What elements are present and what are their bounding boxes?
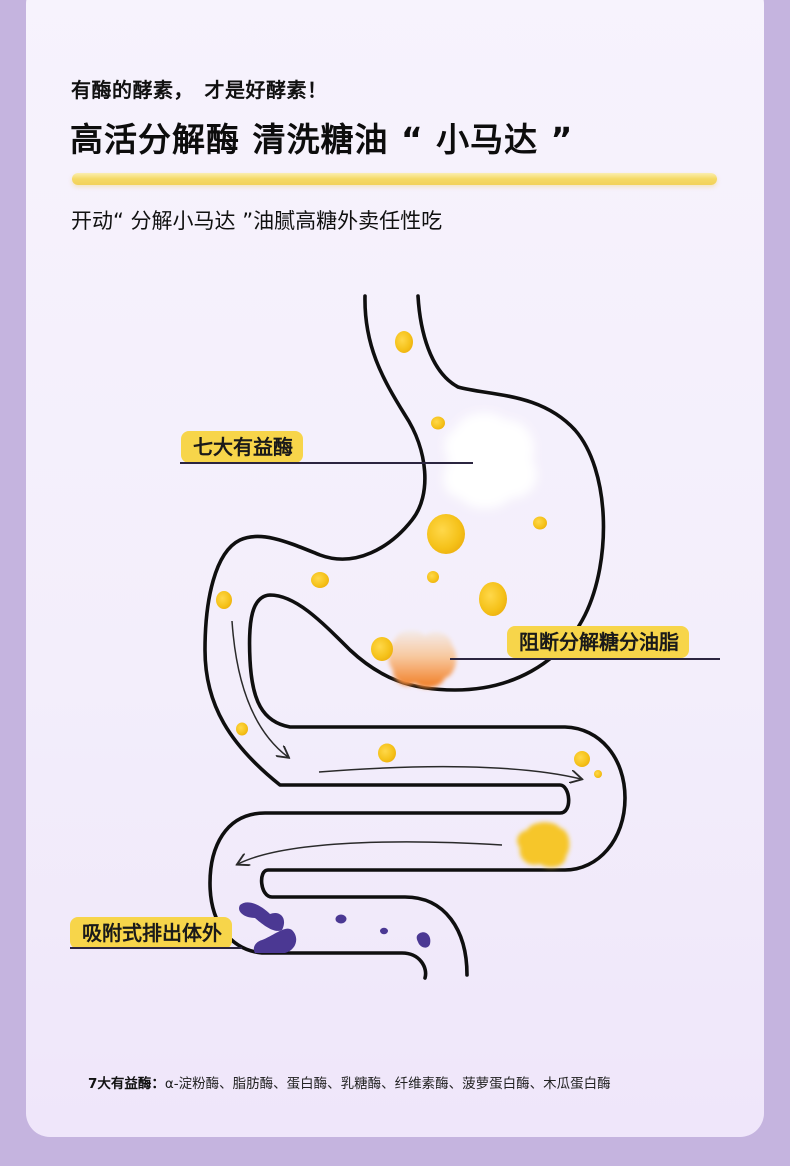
tract-outline xyxy=(203,294,627,980)
subtitle: 开动“ 分解小马达 ”油腻高糖外卖任性吃 xyxy=(71,209,443,233)
page-title: 高活分解酶 清洗糖油 “ 小马达 ” xyxy=(70,120,574,159)
fat-droplets xyxy=(216,331,602,778)
label-excrete: 吸附式排出体外 xyxy=(70,917,232,949)
label-seven-enzymes: 七大有益酶 xyxy=(181,431,303,463)
leader-line-enzymes xyxy=(180,462,473,464)
label-block-sugar-fat: 阻断分解糖分油脂 xyxy=(507,626,689,658)
footnote: 7大有益酶：α-淀粉酶、脂肪酶、蛋白酶、乳糖酶、纤维素酶、菠萝蛋白酶、木瓜蛋白酶 xyxy=(88,1072,611,1092)
highlight-bar xyxy=(72,173,717,185)
flow-arrows xyxy=(231,620,581,864)
footnote-enzyme-list: α-淀粉酶、脂肪酶、蛋白酶、乳糖酶、纤维素酶、菠萝蛋白酶、木瓜蛋白酶 xyxy=(164,1076,611,1092)
leader-line-excrete xyxy=(70,947,242,949)
eyebrow-text: 有酶的酵素， 才是好酵素！ xyxy=(71,78,328,102)
footnote-label: 7大有益酶： xyxy=(88,1076,165,1092)
fat-blob-icon xyxy=(388,630,457,688)
waste-particles xyxy=(239,902,431,953)
digested-blob-icon xyxy=(517,822,570,868)
leader-line-block xyxy=(450,658,720,660)
enzyme-cloud-icon xyxy=(443,412,537,509)
